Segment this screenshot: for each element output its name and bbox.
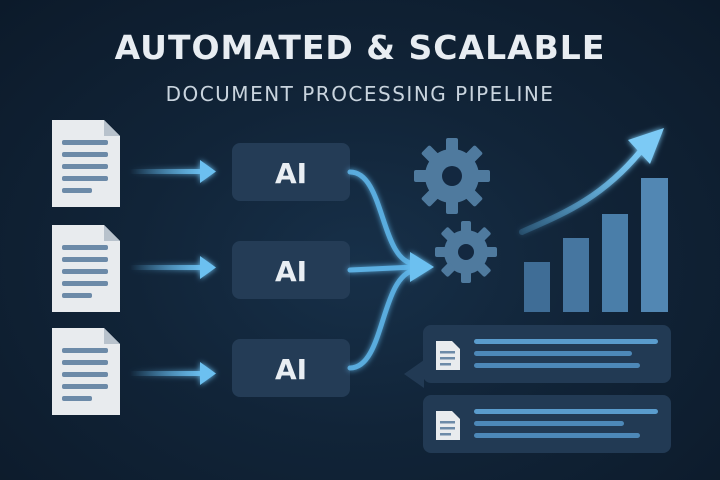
converging-flow xyxy=(347,169,418,371)
bar xyxy=(563,238,589,312)
gear-icon xyxy=(414,138,490,214)
output-panel xyxy=(423,395,671,453)
document-icon xyxy=(52,328,120,415)
arrow-icon xyxy=(130,160,216,183)
bar xyxy=(524,262,550,312)
trend-arrow-icon xyxy=(519,128,664,235)
ai-label: AI xyxy=(275,255,307,288)
ai-label: AI xyxy=(275,157,307,190)
arrow-icon xyxy=(130,256,216,279)
document-icon xyxy=(52,225,120,312)
result-document-icon xyxy=(436,411,460,440)
result-document-icon xyxy=(436,341,460,370)
bar xyxy=(602,214,628,312)
title: AUTOMATED & SCALABLE xyxy=(114,28,606,67)
arrow-icon xyxy=(130,362,216,385)
gear-icon xyxy=(435,221,497,283)
bar xyxy=(641,178,668,312)
ai-label: AI xyxy=(275,353,307,386)
subtitle: DOCUMENT PROCESSING PIPELINE xyxy=(165,82,555,106)
ai-box: AI xyxy=(232,241,350,299)
document-icon xyxy=(52,120,120,207)
arrow-icon xyxy=(410,252,434,282)
ai-box: AI xyxy=(232,339,350,397)
bar-chart-icon xyxy=(524,178,668,312)
output-pointer xyxy=(404,360,424,388)
ai-box: AI xyxy=(232,143,350,201)
output-panel xyxy=(423,325,671,383)
